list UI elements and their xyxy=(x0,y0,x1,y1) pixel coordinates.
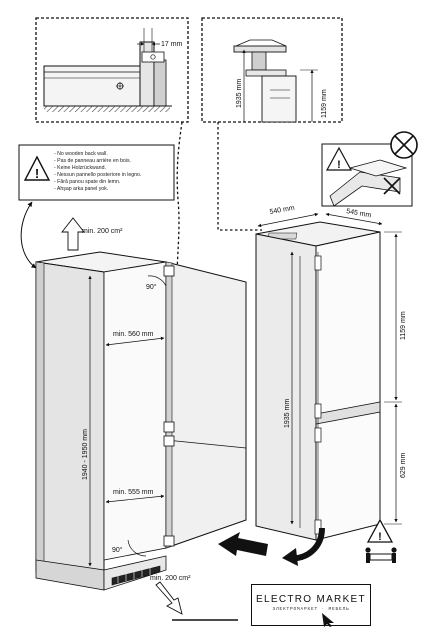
cabinet-door: 90° 90° xyxy=(112,261,247,557)
niche-height-label: 1940 - 1950 mm xyxy=(82,429,89,480)
cursor-arrow-icon xyxy=(322,613,334,627)
angle-bottom-label: 90° xyxy=(112,546,123,554)
height-1935-top-label: 1935 mm xyxy=(236,79,243,108)
warning-line-5: - Fără panou spate din lemn. xyxy=(54,179,120,185)
screw-icon xyxy=(116,82,124,90)
people-lift-icon xyxy=(365,547,397,563)
brand-name: ELECTRO MARKET xyxy=(256,594,366,605)
warning-line-1: - No wooden back wall. xyxy=(54,151,108,157)
connector-right-details xyxy=(217,122,262,231)
brand-watermark: ELECTRO MARKET ЭЛЕКТРОМАРКЕТ · МЕБЕЛЬ xyxy=(251,584,371,627)
vent-bottom-arrow: min. 200 cm² xyxy=(150,575,191,615)
cabinet-niche: 1940 - 1950 mm min. 560 mm min. 555 mm xyxy=(35,251,167,591)
vent-top-label: min. 200 cm² xyxy=(82,228,123,235)
svg-text:!: ! xyxy=(378,531,382,543)
cross-icon xyxy=(383,177,401,195)
depth-540-label: 540 mm xyxy=(269,205,295,216)
warning-triangle-icon: ! xyxy=(23,155,51,181)
warning-box: ! - No wooden back wall. - Pas de pannea… xyxy=(18,144,175,201)
width-555-label: min. 555 mm xyxy=(113,489,154,496)
hinge-icon xyxy=(163,265,175,547)
vent-top-arrow: min. 200 cm² xyxy=(61,217,123,251)
fridge-appliance: 540 mm 545 mm 1935 mm 1159 mm 629 mm xyxy=(255,205,407,541)
vent-grille xyxy=(111,565,161,586)
height-1159-top-label: 1159 mm xyxy=(321,89,328,118)
svg-text:!: ! xyxy=(35,166,39,181)
prohibited-icon xyxy=(390,131,418,159)
rotate-arrow-icon xyxy=(282,527,325,566)
two-person-warning: ! xyxy=(365,518,397,563)
detail-hinge-gap: 17 mm xyxy=(35,17,189,123)
angle-top-label: 90° xyxy=(146,283,157,291)
brand-tagline: ЭЛЕКТРОМАРКЕТ · МЕБЕЛЬ xyxy=(272,607,350,612)
detail-height: 1935 mm 1159 mm xyxy=(201,17,343,123)
fridge-height-label: 1935 mm xyxy=(284,399,291,428)
warning-triangle-icon: ! xyxy=(325,146,353,171)
push-arrow-icon xyxy=(218,532,268,556)
fridge-upper-label: 1159 mm xyxy=(400,311,407,340)
warning-line-2: - Pas de panneau arrière en bois. xyxy=(54,158,131,164)
svg-text:!: ! xyxy=(337,159,341,171)
vent-bottom-label: min. 200 cm² xyxy=(150,575,191,582)
fridge-lower-label: 629 mm xyxy=(400,453,407,478)
warning-line-3: - Keine Holzrückwand. xyxy=(54,165,106,171)
depth-545-label: 545 mm xyxy=(346,208,372,219)
warning-triangle-icon: ! xyxy=(366,518,394,543)
warning-line-6: - Ahşap arka panel yok. xyxy=(54,186,108,192)
warning-pointer-arrow xyxy=(20,201,37,269)
gap-17-label: 17 mm xyxy=(161,41,183,48)
warning-line-4: - Nessun pannello posteriore in legno. xyxy=(54,172,141,178)
width-560-label: min. 560 mm xyxy=(113,331,154,338)
